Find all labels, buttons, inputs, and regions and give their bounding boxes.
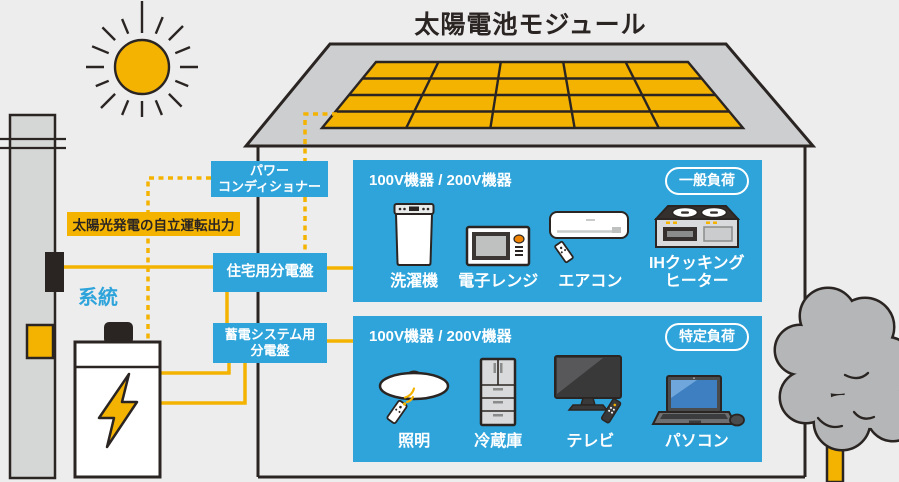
- air-conditioner-icon: [548, 210, 632, 267]
- sun-icon: [86, 1, 198, 117]
- appliance-microwave: 電子レンジ: [455, 194, 541, 291]
- battery-wire-1: [160, 362, 231, 375]
- washing-machine-icon: [391, 202, 437, 267]
- appliance-label: 照明: [398, 433, 431, 451]
- lightning-bolt-icon: [97, 372, 139, 449]
- dashed-wires: [146, 112, 337, 342]
- panel-header: 100V機器 / 200V機器: [369, 328, 512, 345]
- appliance-ih-cooking-heater: IHクッキング ヒーター: [640, 194, 754, 291]
- general-load-panel: 100V機器 / 200V機器 一般負荷 洗濯機: [353, 160, 762, 302]
- power-conditioner-box: パワー コンディショナー: [211, 161, 328, 197]
- standalone-output-wire: [146, 176, 211, 342]
- panel-header: 100V機器 / 200V機器: [369, 172, 512, 189]
- appliance-label: 冷蔵庫: [474, 433, 523, 451]
- ih-cooking-heater-icon: [653, 204, 740, 249]
- utility-pole-icon: [0, 113, 66, 480]
- microwave-icon: [465, 225, 531, 267]
- appliance-ceiling-light: 照明: [373, 350, 455, 451]
- laptop-icon: [649, 374, 745, 427]
- standalone-output-label: 太陽光発電の自立運転出力: [67, 212, 240, 236]
- appliance-washing-machine: 洗濯機: [373, 194, 455, 291]
- specific-load-panel: 100V機器 / 200V機器 特定負荷: [353, 316, 762, 462]
- appliance-air-conditioner: エアコン: [541, 194, 639, 291]
- appliance-tv: テレビ: [541, 350, 639, 451]
- appliance-label: パソコン: [664, 433, 729, 451]
- appliance-label: 洗濯機: [390, 273, 439, 291]
- general-load-badge: 一般負荷: [665, 167, 749, 195]
- battery-wire-2: [160, 362, 247, 405]
- power-wires: [64, 265, 353, 405]
- tv-icon: [553, 354, 627, 427]
- battery-icon: [73, 322, 162, 479]
- appliance-label: エアコン: [558, 273, 623, 291]
- storage-distribution-board-box: 蓄電システム用 分電盤: [213, 323, 327, 363]
- grid-label: 系統: [78, 287, 118, 309]
- appliance-laptop: パソコン: [640, 350, 754, 451]
- appliance-refrigerator: 冷蔵庫: [455, 350, 541, 451]
- specific-load-badge: 特定負荷: [665, 323, 749, 351]
- residential-distribution-board-box: 住宅用分電盤: [213, 253, 327, 292]
- page-title: 太陽電池モジュール: [414, 11, 647, 39]
- appliance-label: テレビ: [566, 433, 615, 451]
- refrigerator-icon: [479, 357, 517, 427]
- solar-panel-icon: [319, 60, 746, 130]
- appliance-label: IHクッキング ヒーター: [648, 255, 745, 291]
- pv-to-conditioner-wire: [303, 112, 337, 161]
- appliance-label: 電子レンジ: [458, 273, 539, 291]
- ceiling-light-icon: [376, 369, 452, 427]
- tree-icon: [773, 286, 899, 482]
